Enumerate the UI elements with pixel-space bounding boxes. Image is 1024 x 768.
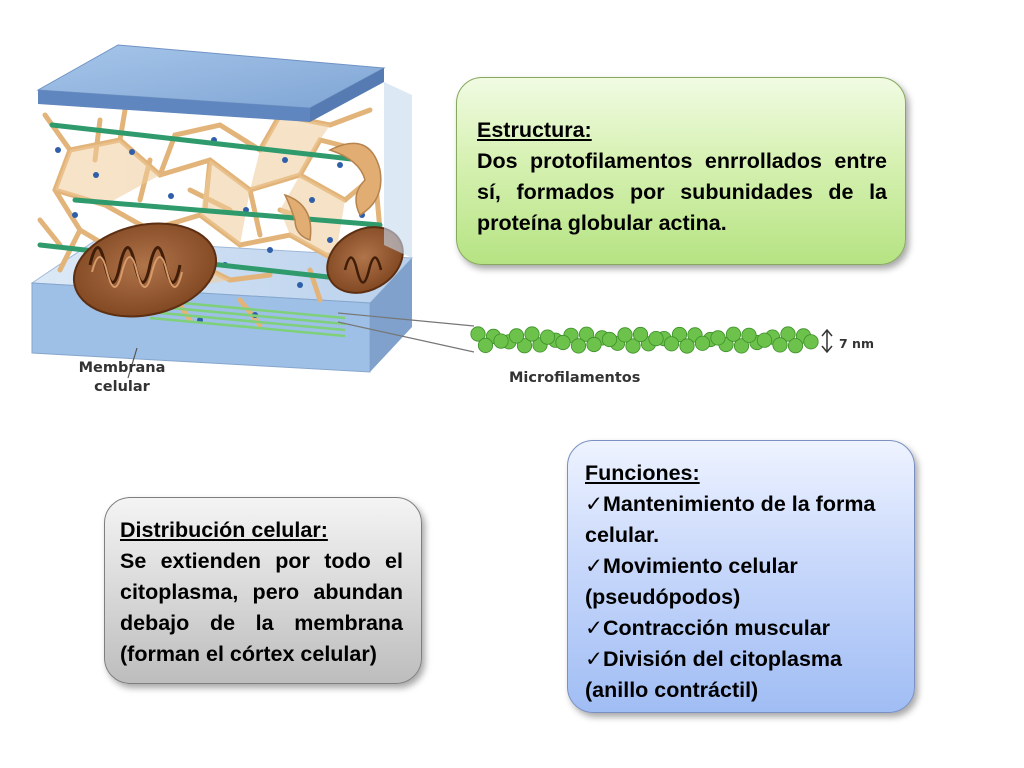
actin-bead xyxy=(570,338,587,354)
membrane-pointer-line xyxy=(127,347,138,379)
diameter-label: 7 nm xyxy=(839,336,874,351)
diameter-arrow xyxy=(821,328,833,354)
actin-bead xyxy=(555,334,571,351)
actin-bead xyxy=(617,327,633,343)
function-item-text: Movimiento celular (pseudópodos) xyxy=(585,554,798,609)
actin-bead xyxy=(663,336,680,352)
actin-filament xyxy=(470,326,819,354)
functions-heading: Funciones: xyxy=(585,461,700,485)
membrane-label-line1: Membrana xyxy=(78,360,166,376)
actin-bead xyxy=(679,338,695,354)
function-item: ✓Mantenimiento de la forma celular. xyxy=(585,489,900,551)
actin-bead xyxy=(803,334,819,350)
actin-bead xyxy=(780,326,796,342)
membrane-right-edge xyxy=(384,82,412,258)
actin-bead xyxy=(694,335,711,351)
microfilaments-label: Microfilamentos xyxy=(509,370,641,386)
actin-bead xyxy=(586,336,602,353)
actin-bead xyxy=(524,326,540,342)
actin-bead xyxy=(733,338,750,354)
membrane-label: Membrana celular xyxy=(62,359,182,397)
distribution-heading: Distribución celular: xyxy=(120,518,328,542)
actin-bead xyxy=(539,329,556,345)
function-item: ✓Movimiento celular (pseudópodos) xyxy=(585,551,900,613)
check-icon: ✓ xyxy=(585,616,604,641)
actin-bead xyxy=(470,326,486,342)
membrane-label-line2: celular xyxy=(94,379,150,395)
actin-bead xyxy=(725,326,742,342)
actin-bead xyxy=(648,330,664,347)
function-item: ✓Contracción muscular xyxy=(585,613,900,644)
actin-bead xyxy=(625,338,641,354)
top-membrane xyxy=(36,44,386,122)
check-icon: ✓ xyxy=(585,554,604,579)
distribution-box: Distribución celular: Se extienden por t… xyxy=(104,497,422,684)
zoom-guide-lines xyxy=(337,312,475,353)
functions-box: Funciones: ✓Mantenimiento de la forma ce… xyxy=(567,440,915,713)
actin-bead xyxy=(516,338,533,354)
actin-bead xyxy=(493,333,509,349)
actin-bead xyxy=(578,326,595,342)
actin-bead xyxy=(508,328,525,344)
check-icon: ✓ xyxy=(585,647,604,672)
structure-box: Estructura: Dos protofilamentos enrrolla… xyxy=(456,77,906,265)
mitochondrion-small xyxy=(326,226,404,294)
function-item-text: Contracción muscular xyxy=(603,616,831,640)
structure-heading: Estructura: xyxy=(477,118,592,142)
distribution-text: Se extienden por todo el citoplasma, per… xyxy=(120,549,403,666)
actin-bead xyxy=(601,331,618,348)
function-item-text: Mantenimiento de la forma celular. xyxy=(585,492,876,547)
function-item-text: División del citoplasma (anillo contráct… xyxy=(585,647,842,702)
mitochondrion-large xyxy=(72,222,218,318)
actin-bead xyxy=(772,337,788,353)
actin-bead xyxy=(756,332,773,348)
actin-bead xyxy=(741,327,757,343)
structure-text: Dos protofilamentos enrrollados entre sí… xyxy=(477,149,887,235)
actin-bead xyxy=(632,326,649,343)
endoplasmic-reticulum xyxy=(283,142,382,241)
actin-bead xyxy=(710,330,726,346)
actin-bead xyxy=(787,338,804,354)
function-item: ✓División del citoplasma (anillo contrác… xyxy=(585,644,900,706)
actin-bead xyxy=(477,337,494,353)
check-icon: ✓ xyxy=(585,492,604,517)
